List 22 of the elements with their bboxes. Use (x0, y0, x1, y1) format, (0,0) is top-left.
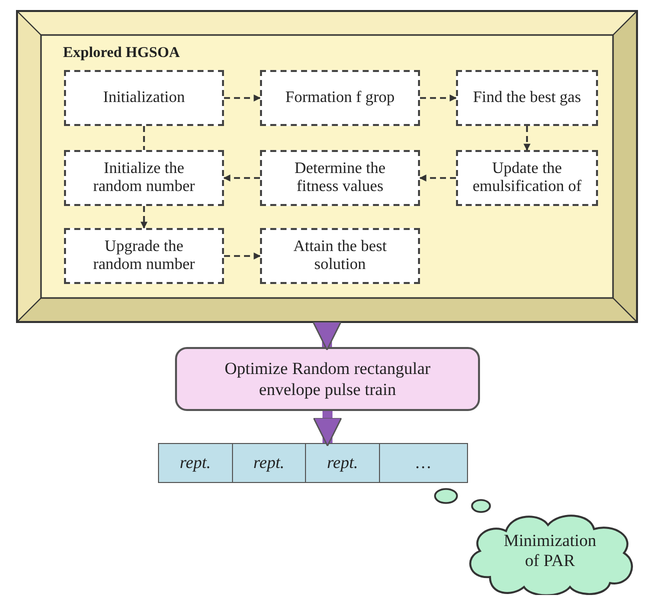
process-box: Optimize Random rectangular envelope pulse train (175, 347, 480, 411)
process-step-box: Initialize the random number (64, 150, 224, 206)
dashed-arrow (223, 174, 260, 182)
dashed-arrow (224, 252, 261, 260)
dashed-arrow (419, 174, 456, 182)
pulse-train-bar: rept. rept. rept. … (158, 443, 468, 483)
block-arrow (312, 321, 342, 350)
frame-title: Explored HGSOA (63, 45, 180, 62)
dashed-arrow (140, 206, 148, 229)
dashed-arrow (224, 94, 261, 102)
process-step-box: Formation f grop (260, 70, 420, 126)
dashed-arrow (524, 126, 530, 151)
process-step-box: Initialization (64, 70, 224, 126)
process-step-box: Find the best gas (456, 70, 598, 126)
dashed-line (143, 126, 145, 150)
block-arrow (312, 411, 342, 446)
process-step-box: Determine the fitness values (260, 150, 420, 206)
process-step-box: Upgrade the random number (64, 228, 224, 284)
process-step-box: Update the emulsification of (456, 150, 598, 206)
process-step-box: Attain the best solution (260, 228, 420, 284)
dashed-arrow (420, 94, 457, 102)
cloud-text: Minimization of PAR (502, 530, 598, 572)
